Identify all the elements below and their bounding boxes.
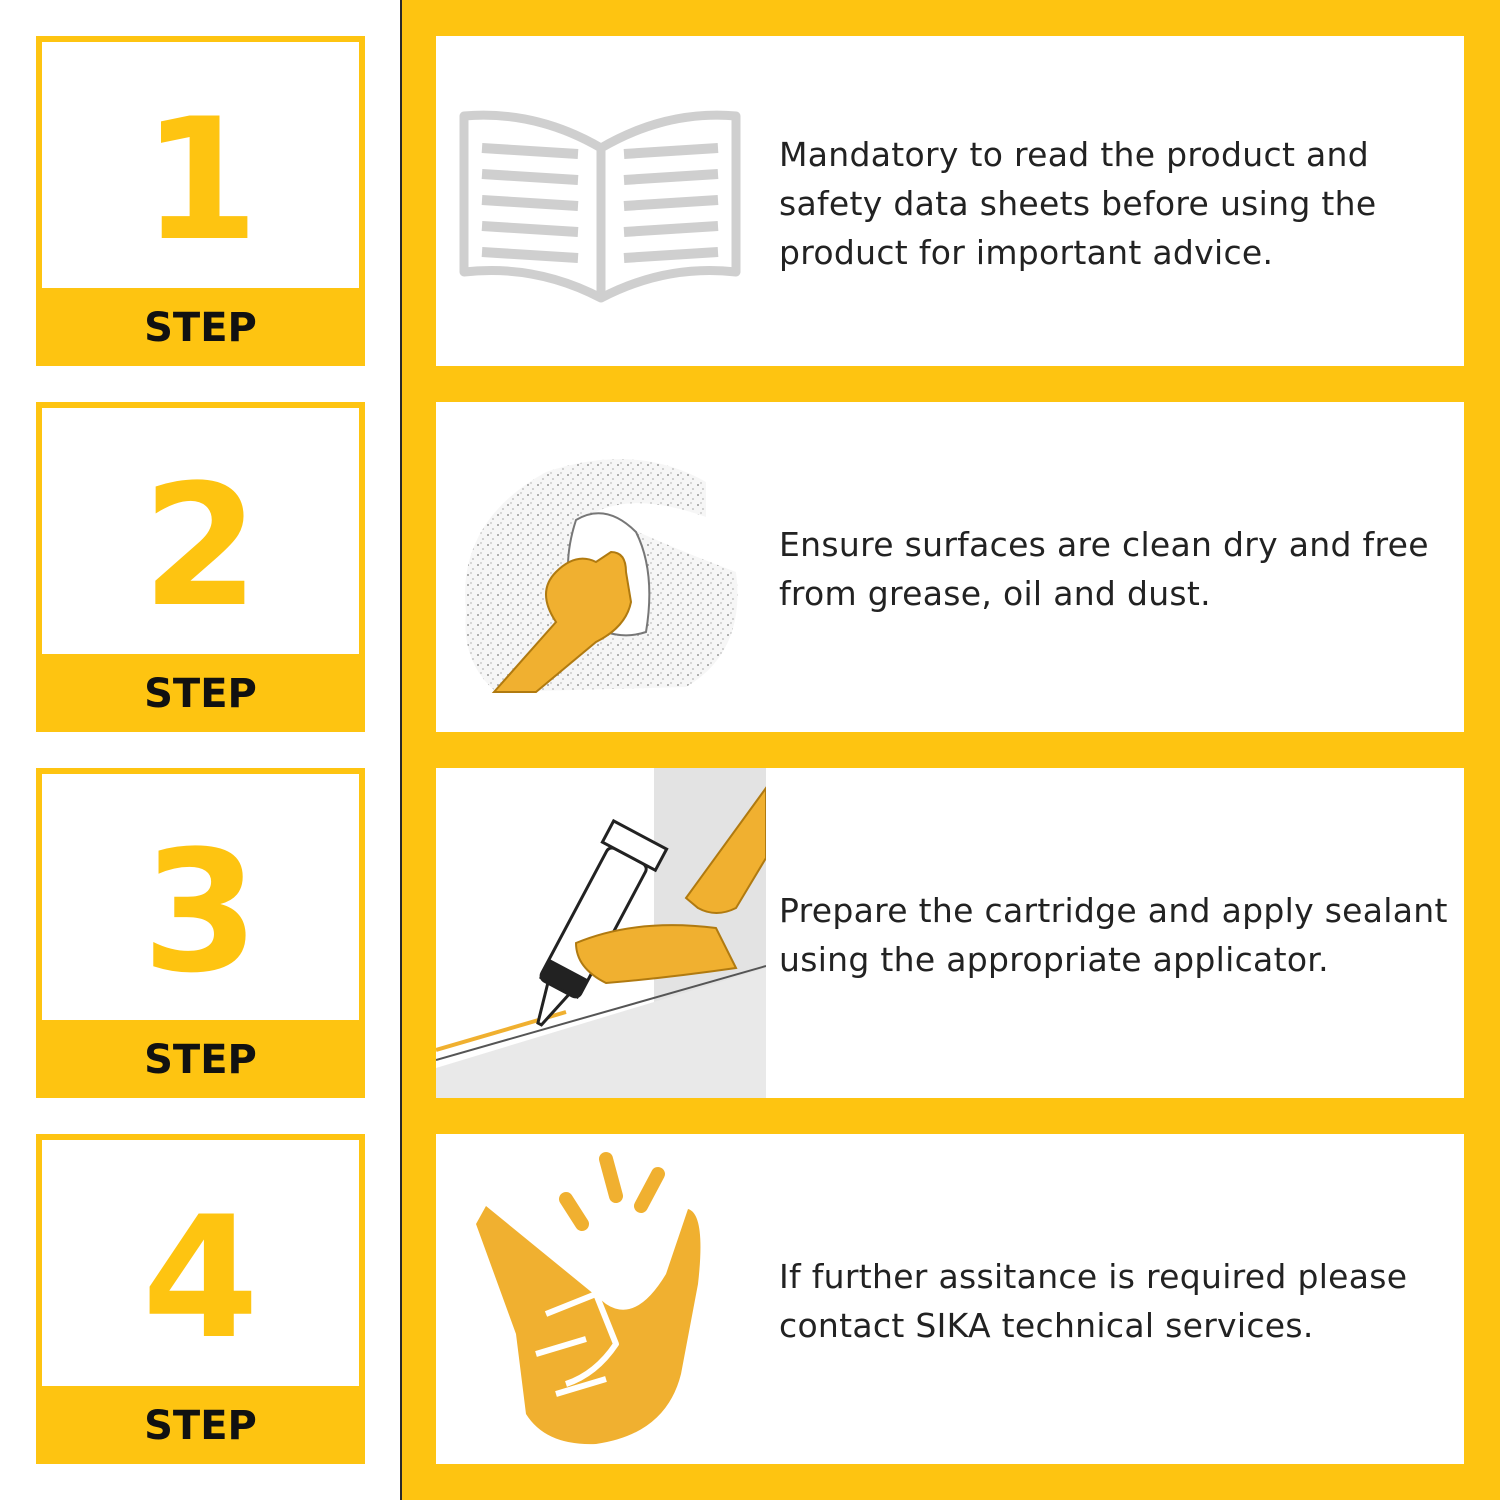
step-4-number: 4 (142, 1180, 259, 1376)
step-3-number: 3 (142, 814, 259, 1010)
step-1-box: 1 STEP (36, 36, 365, 366)
steps-column: 1 STEP 2 STEP 3 STEP 4 STEP (0, 0, 400, 1500)
open-book-icon (436, 36, 766, 366)
step-1-number: 1 (142, 82, 259, 278)
step-1-text: Mandatory to read the product and safety… (779, 135, 1377, 272)
step-3-box: 3 STEP (36, 768, 365, 1098)
step-4-box: 4 STEP (36, 1134, 365, 1464)
finger-snap-icon (436, 1134, 766, 1464)
column-divider (400, 0, 402, 1500)
step-4-text: If further assitance is required please … (779, 1257, 1408, 1345)
step-1-card: Mandatory to read the product and safety… (436, 36, 1464, 366)
step-3-card: Prepare the cartridge and apply sealant … (436, 768, 1464, 1098)
step-2-label: STEP (42, 654, 359, 726)
step-4-label: STEP (42, 1386, 359, 1458)
step-4-card: If further assitance is required please … (436, 1134, 1464, 1464)
step-3-label: STEP (42, 1020, 359, 1092)
step-2-number: 2 (142, 448, 259, 644)
step-2-text: Ensure surfaces are clean dry and free f… (779, 525, 1429, 613)
step-3-text: Prepare the cartridge and apply sealant … (779, 891, 1448, 979)
cleaning-hand-icon (436, 402, 766, 732)
step-2-box: 2 STEP (36, 402, 365, 732)
step-1-label: STEP (42, 288, 359, 360)
sealant-gun-icon (436, 768, 767, 1098)
step-2-card: Ensure surfaces are clean dry and free f… (436, 402, 1464, 732)
